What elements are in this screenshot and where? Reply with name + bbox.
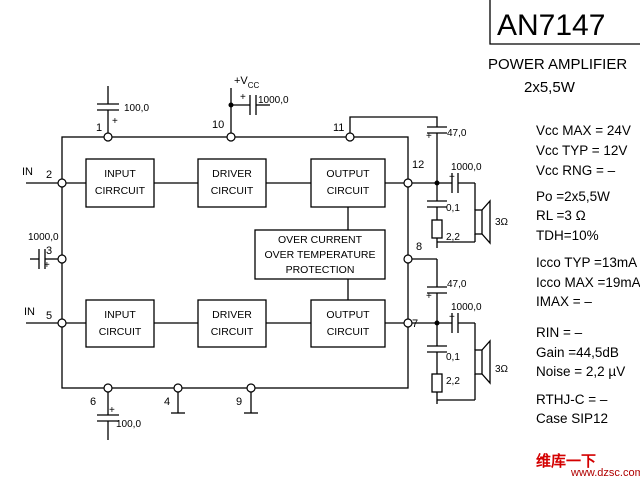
spec-vcc-typ: Vcc TYP = 12V (536, 143, 627, 158)
pin-11-label: 11 (333, 122, 344, 134)
spec-icco-max: Icco MAX =19mA (536, 275, 640, 290)
svg-text:+: + (449, 172, 455, 183)
in-top-label: IN (22, 166, 33, 178)
pin-1-label: 1 (96, 122, 102, 134)
vcc-supply: + (228, 88, 270, 133)
spec-rin: RIN = – (536, 325, 583, 340)
driver-top-label2: CIRCUIT (211, 185, 254, 197)
pin-10-label: 10 (212, 119, 224, 131)
svg-text:+: + (44, 260, 50, 271)
internal-wires (62, 182, 408, 324)
cap-1000-out-bot-value: 1000,0 (451, 302, 482, 313)
res-22-bot-value: 2,2 (446, 376, 460, 387)
svg-text:+: + (449, 312, 455, 323)
output-top-label2: CIRCUIT (327, 185, 370, 197)
svg-text:+: + (426, 131, 432, 142)
output-bot-label2: CIRCUIT (327, 326, 370, 338)
cap-47-bot-value: 47,0 (447, 279, 467, 290)
cap-pin6: + (97, 392, 119, 440)
spec-noise: Noise = 2,2 µV (536, 364, 625, 379)
output-top-label1: OUTPUT (326, 168, 370, 180)
pin-3-label: 3 (46, 245, 52, 257)
vcc-label: +VCC (234, 75, 260, 90)
input-circuit-top (85, 158, 155, 208)
input-bot-label1: INPUT (104, 309, 136, 321)
spec-vcc-rng: Vcc RNG = – (536, 163, 616, 178)
output-network-top: + (412, 172, 476, 248)
bootstrap-top: + (349, 116, 447, 183)
speaker-top-value: 3Ω (495, 217, 509, 228)
cap-47-top-value: 47,0 (447, 128, 467, 139)
subtitle-line2: 2x5,5W (524, 79, 576, 96)
spec-case: Case SIP12 (536, 411, 608, 426)
output-bot-label1: OUTPUT (326, 309, 370, 321)
speaker-top-icon (474, 199, 491, 245)
watermark-brand: 维库一下 (536, 452, 596, 470)
cap-pin1-value: 100,0 (124, 103, 149, 114)
input-bot-label2: CIRCUIT (99, 326, 142, 338)
pin-12-label: 12 (412, 159, 424, 171)
svg-text:+: + (109, 405, 115, 416)
res-22-top-value: 2,2 (446, 232, 460, 243)
spec-icco-typ: Icco TYP =13mA (536, 255, 637, 270)
cap-01-top-value: 0,1 (446, 203, 460, 214)
cap-1000-out-top-value: 1000,0 (451, 162, 482, 173)
ground-pin9-icon (244, 392, 258, 414)
cap-01-bot-value: 0,1 (446, 352, 460, 363)
speaker-bottom-icon (474, 339, 491, 385)
svg-text:+: + (426, 291, 432, 302)
input-top-label2: CIRRCUIT (95, 185, 146, 197)
ground-pin4-icon (171, 392, 185, 414)
speaker-bot-value: 3Ω (495, 364, 509, 375)
protection-block (254, 229, 386, 280)
driver-bot-label2: CIRCUIT (211, 326, 254, 338)
pin-6-label: 6 (90, 396, 96, 408)
cap-pin1: + (97, 86, 119, 133)
cap-pin3: + (30, 249, 58, 271)
spec-tdh: TDH=10% (536, 228, 599, 243)
output-network-bottom: + (412, 312, 476, 404)
pin-markers (57, 132, 413, 393)
spec-vcc-max: Vcc MAX = 24V (536, 123, 631, 138)
watermark-url: www.dzsc.com (570, 467, 640, 479)
svg-text:+: + (112, 116, 118, 127)
pin-2-label: 2 (46, 169, 52, 181)
cap-pin6-value: 100,0 (116, 419, 141, 430)
pin-4-label: 4 (164, 396, 170, 408)
spec-po: Po =2x5,5W (536, 189, 610, 204)
pin-9-label: 9 (236, 396, 242, 408)
spec-imax: IMAX = – (536, 294, 592, 309)
driver-bot-label1: DRIVER (212, 309, 252, 321)
pin-5-label: 5 (46, 310, 52, 322)
cap-pin3-value: 1000,0 (28, 232, 59, 243)
protect-label1: OVER CURRENT (278, 234, 363, 246)
bootstrap-bottom: + (412, 258, 447, 323)
svg-text:+: + (240, 92, 246, 103)
driver-circuit-top (197, 158, 267, 208)
spec-rl: RL =3 Ω (536, 208, 586, 223)
protect-label3: PROTECTION (286, 264, 355, 276)
input-circuit-bottom (85, 299, 155, 348)
in-bot-label: IN (24, 306, 35, 318)
subtitle-line1: POWER AMPLIFIER (488, 56, 627, 73)
spec-gain: Gain =44,5dB (536, 345, 619, 360)
output-circuit-bottom (310, 299, 386, 348)
driver-top-label1: DRIVER (212, 168, 252, 180)
output-circuit-top (310, 158, 386, 208)
title-frame (489, 0, 640, 45)
driver-circuit-bottom (197, 299, 267, 348)
pin-8-label: 8 (416, 241, 422, 253)
input-top-label1: INPUT (104, 168, 136, 180)
protect-label2: OVER TEMPERATURE (264, 249, 375, 261)
spec-rthj: RTHJ-C = – (536, 392, 608, 407)
chip-title: AN7147 (497, 9, 605, 42)
cap-vcc-value: 1000,0 (258, 95, 289, 106)
pin-7-label: 7 (412, 318, 418, 330)
